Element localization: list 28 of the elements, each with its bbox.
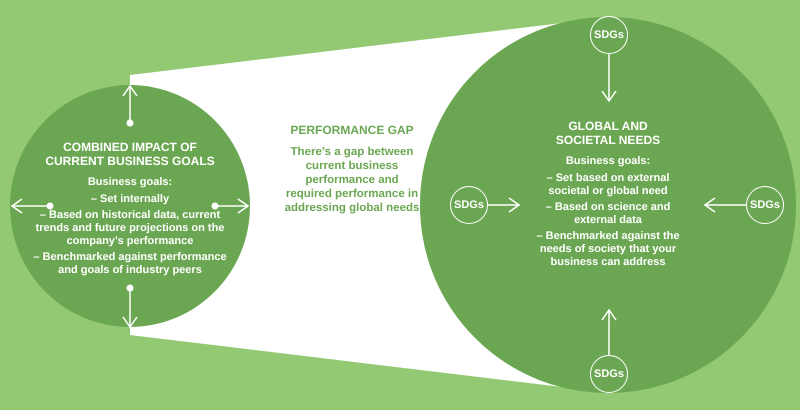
bullet-text: – Set based on external societal or global need [546, 172, 670, 198]
bullet-text: – Based on historical data, current trends and future projections on the company’s performance [34, 209, 226, 248]
sdg-circle [450, 186, 488, 224]
arrow [601, 309, 617, 355]
arrow [122, 284, 138, 328]
bullet-text: – Benchmarked against performance and goals of industry peers [32, 251, 228, 277]
arrow [212, 198, 249, 214]
bullet-text: – Benchmarked against the needs of society that your business can address [535, 230, 681, 269]
circle-label: SDGs [594, 368, 624, 380]
description: There’s a gap between current business performance and required performance in addressing global needs [284, 145, 420, 215]
bullet-text: – Set internally [90, 193, 170, 206]
arrow [11, 198, 54, 214]
circle-label: SDGs [454, 199, 484, 211]
sdg-circle [746, 186, 784, 224]
sdg-circle [590, 16, 628, 54]
heading: PERFORMANCE GAP [290, 123, 414, 137]
heading: GLOBAL AND SOCIETAL NEEDS [554, 119, 662, 147]
arrow [122, 85, 138, 126]
arrow [601, 54, 617, 102]
heading: COMBINED IMPACT OF CURRENT BUSINESS GOALS [45, 140, 215, 168]
arrow [488, 197, 520, 213]
subheading: Business goals: [566, 155, 650, 168]
bullet-text: – Based on science and external data [544, 201, 672, 227]
subheading: Business goals: [88, 176, 172, 189]
circle-label: SDGs [750, 199, 780, 211]
sdg-circle [590, 355, 628, 393]
arrow [704, 197, 746, 213]
circle-label: SDGs [594, 29, 624, 41]
